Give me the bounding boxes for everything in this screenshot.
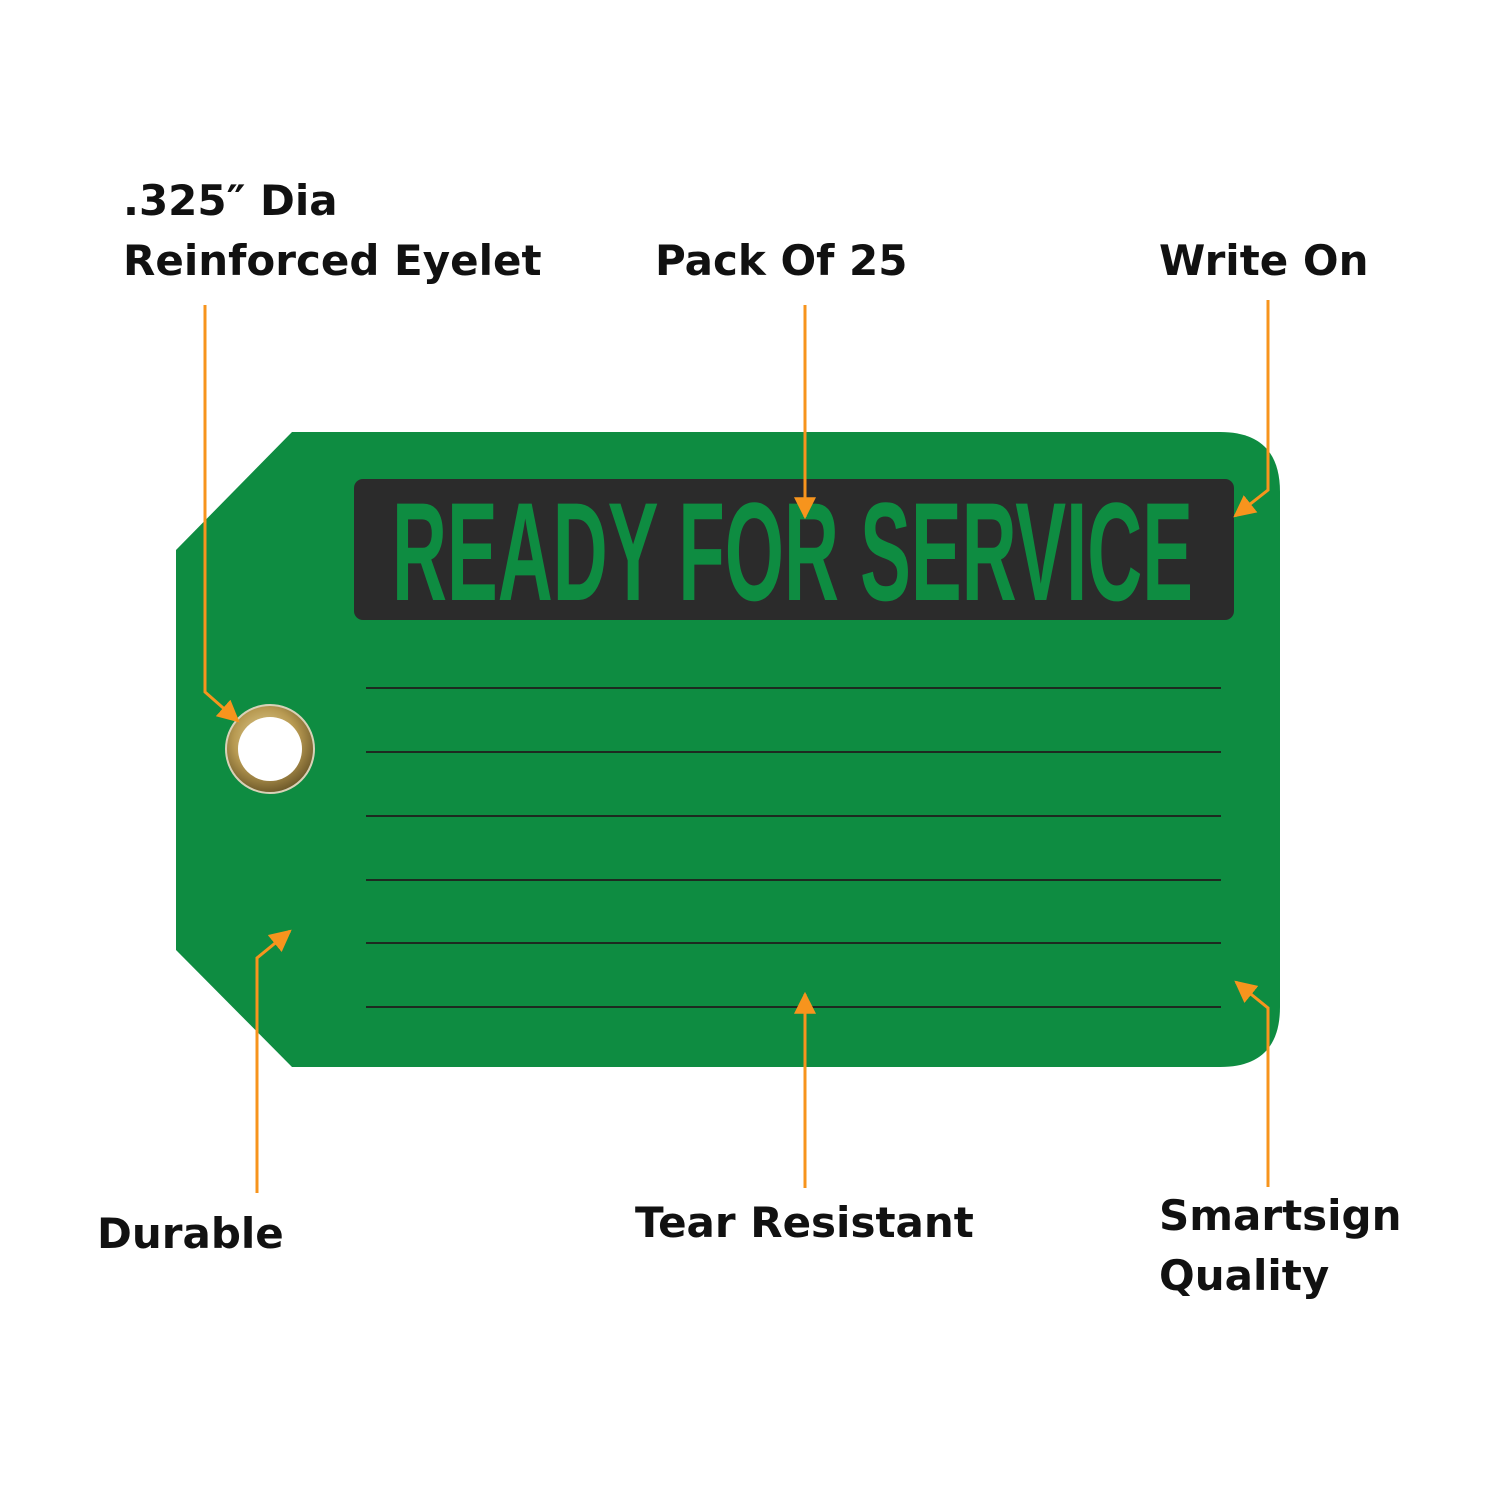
tag-header-band xyxy=(354,479,1234,620)
callout-write-line xyxy=(1233,300,1270,518)
tag: READY FOR SERVICE xyxy=(176,432,1280,1067)
label-eyelet: Reinforced Eyelet xyxy=(123,236,542,285)
callout-eyelet-line xyxy=(203,305,240,723)
label-smartsign: Smartsign xyxy=(1159,1191,1402,1240)
callout-labels: .325″ Dia Reinforced Eyelet Pack Of 25 W… xyxy=(97,176,1402,1300)
label-durable: Durable xyxy=(97,1209,284,1258)
label-write-on: Write On xyxy=(1159,236,1369,285)
callout-quality-line xyxy=(1234,980,1270,1187)
label-quality: Quality xyxy=(1159,1251,1329,1300)
callout-durable-line xyxy=(255,929,292,1193)
callout-lines xyxy=(203,300,1270,1193)
label-tear: Tear Resistant xyxy=(635,1198,974,1247)
tag-title: READY FOR SERVICE xyxy=(392,473,1193,630)
write-lines xyxy=(366,687,1221,1008)
label-eyelet-size: .325″ Dia xyxy=(123,176,338,225)
label-pack: Pack Of 25 xyxy=(655,236,908,285)
eyelet xyxy=(225,704,315,794)
